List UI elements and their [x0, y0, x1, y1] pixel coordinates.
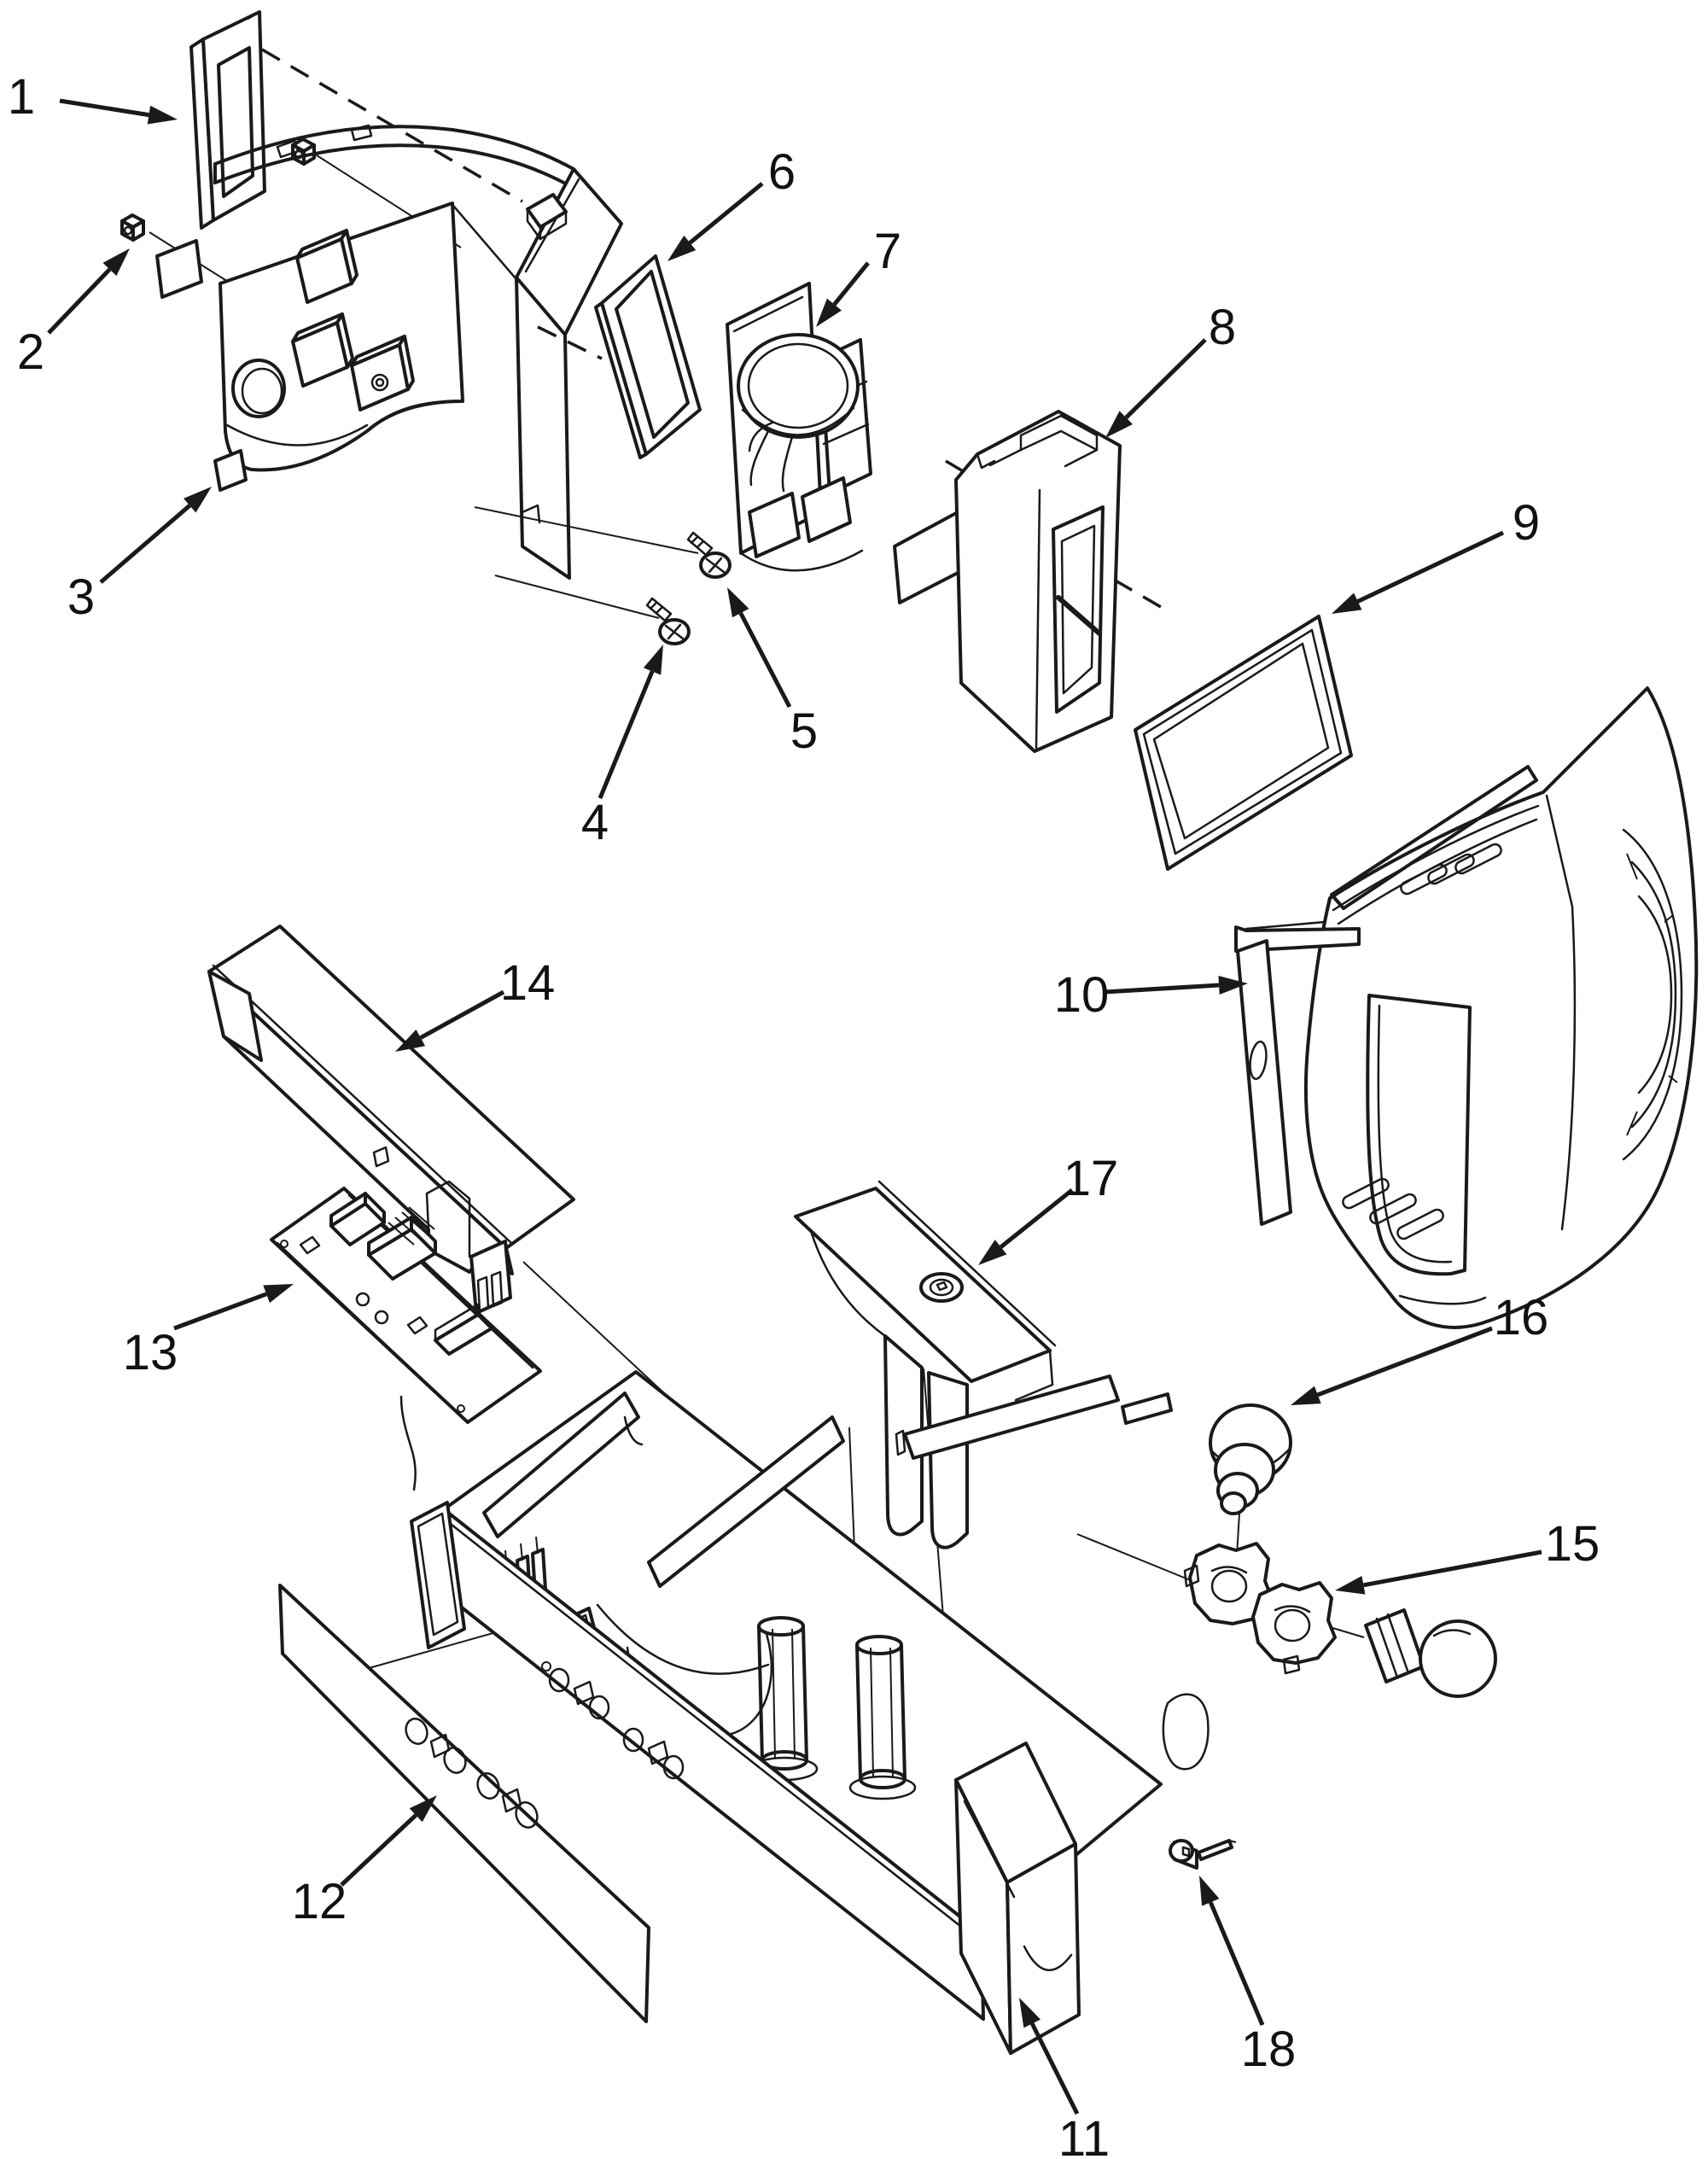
callout-arrowhead — [263, 1284, 294, 1304]
callout-arrowhead — [727, 587, 749, 618]
callout-5: 5 — [727, 587, 818, 759]
callout-arrowhead — [409, 1795, 437, 1823]
part-3-dispenser-housing — [155, 124, 623, 580]
callout-number-10: 10 — [1054, 967, 1110, 1023]
callout-number-12: 12 — [292, 1874, 347, 1929]
callout-number-18: 18 — [1241, 2022, 1297, 2077]
callout-arrowhead — [1199, 1876, 1220, 1906]
part-16-lamp-lens — [1209, 1403, 1292, 1570]
callout-number-6: 6 — [768, 144, 796, 200]
callout-arrowhead — [102, 248, 130, 277]
callout-15: 15 — [1335, 1516, 1600, 1595]
part-10-dispenser-facade — [1234, 686, 1699, 1329]
callout-arrow-line — [1362, 1549, 1542, 1588]
callout-arrow-line — [1104, 983, 1220, 995]
part-12-facade-panel — [278, 1584, 650, 2023]
callout-17: 17 — [978, 1151, 1118, 1265]
callout-11: 11 — [1019, 1998, 1110, 2159]
callout-arrow-line — [598, 670, 655, 799]
callout-number-7: 7 — [874, 224, 901, 279]
callout-arrow-line — [688, 182, 764, 245]
callout-arrowhead — [667, 235, 697, 261]
callout-number-13: 13 — [123, 1325, 178, 1380]
callout-number-17: 17 — [1064, 1151, 1119, 1206]
callout-number-11: 11 — [1058, 2111, 1110, 2159]
callout-arrow-line — [419, 989, 505, 1040]
callout-number-14: 14 — [500, 955, 556, 1011]
callout-10: 10 — [1054, 967, 1248, 1023]
callout-arrowhead — [147, 105, 178, 125]
callout-arrowhead — [1332, 592, 1362, 614]
part-18-connector — [1169, 1839, 1237, 1870]
callout-arrowhead — [1291, 1386, 1321, 1405]
callout-number-8: 8 — [1209, 300, 1236, 355]
callout-arrow-line — [738, 611, 792, 709]
callout-arrow-line — [1316, 1326, 1493, 1398]
callout-8: 8 — [1105, 300, 1236, 438]
callout-arrow-line — [340, 1813, 417, 1887]
callout-arrow-line — [1208, 1901, 1265, 2026]
callout-arrowhead — [1105, 411, 1133, 438]
callout-arrow-line — [47, 267, 112, 335]
callout-7: 7 — [816, 224, 901, 327]
part-8-chute-housing — [893, 410, 1122, 753]
callout-arrowhead — [1019, 1998, 1041, 2028]
callout-16: 16 — [1291, 1290, 1548, 1405]
part-13-control-board — [270, 1187, 542, 1491]
part-15-lamp-sockets — [1076, 1533, 1497, 1698]
callout-9: 9 — [1332, 495, 1540, 614]
callout-arrow-line — [59, 98, 149, 118]
callout-number-3: 3 — [67, 569, 95, 625]
callout-arrow-line — [999, 1188, 1074, 1249]
callout-arrow-line — [99, 504, 191, 584]
callout-arrow-line — [1356, 530, 1505, 604]
part-5-screw — [474, 506, 732, 579]
callout-18: 18 — [1199, 1876, 1296, 2077]
callout-6: 6 — [667, 144, 796, 261]
callout-number-1: 1 — [8, 69, 35, 125]
callout-14: 14 — [395, 955, 555, 1052]
callout-number-4: 4 — [581, 795, 609, 850]
callout-number-15: 15 — [1545, 1516, 1600, 1572]
callout-arrowhead — [184, 487, 212, 513]
callout-arrowhead — [978, 1240, 1007, 1265]
callout-arrowhead — [395, 1029, 426, 1052]
callout-number-2: 2 — [17, 324, 44, 380]
part-6-gasket — [594, 254, 702, 459]
callout-12: 12 — [292, 1795, 437, 1929]
callout-arrowhead — [643, 645, 663, 675]
part-14-wiring-cover — [207, 925, 575, 1315]
callout-3: 3 — [67, 487, 212, 625]
light-bulb — [1364, 1608, 1497, 1698]
callout-1: 1 — [8, 69, 178, 125]
callout-2: 2 — [17, 248, 130, 380]
callout-arrow-line — [1029, 2022, 1080, 2115]
callout-arrow-line — [173, 1292, 267, 1331]
part-4-screw — [494, 575, 691, 645]
part-1-bezel-frame — [189, 10, 266, 230]
callout-13: 13 — [123, 1284, 294, 1380]
callout-number-16: 16 — [1494, 1290, 1549, 1345]
callout-arrow-line — [832, 261, 870, 306]
callout-4: 4 — [581, 645, 663, 850]
callout-number-9: 9 — [1513, 495, 1540, 551]
callout-arrowhead — [816, 298, 842, 327]
callout-arrowhead — [1218, 976, 1248, 995]
part-9-gasket — [1134, 615, 1353, 871]
callout-arrowhead — [1335, 1575, 1366, 1595]
callout-arrow-line — [1124, 338, 1207, 419]
callout-number-5: 5 — [790, 703, 818, 759]
part-11-control-panel-housing — [410, 1370, 1210, 2055]
part-7-motor-assembly — [726, 282, 872, 572]
